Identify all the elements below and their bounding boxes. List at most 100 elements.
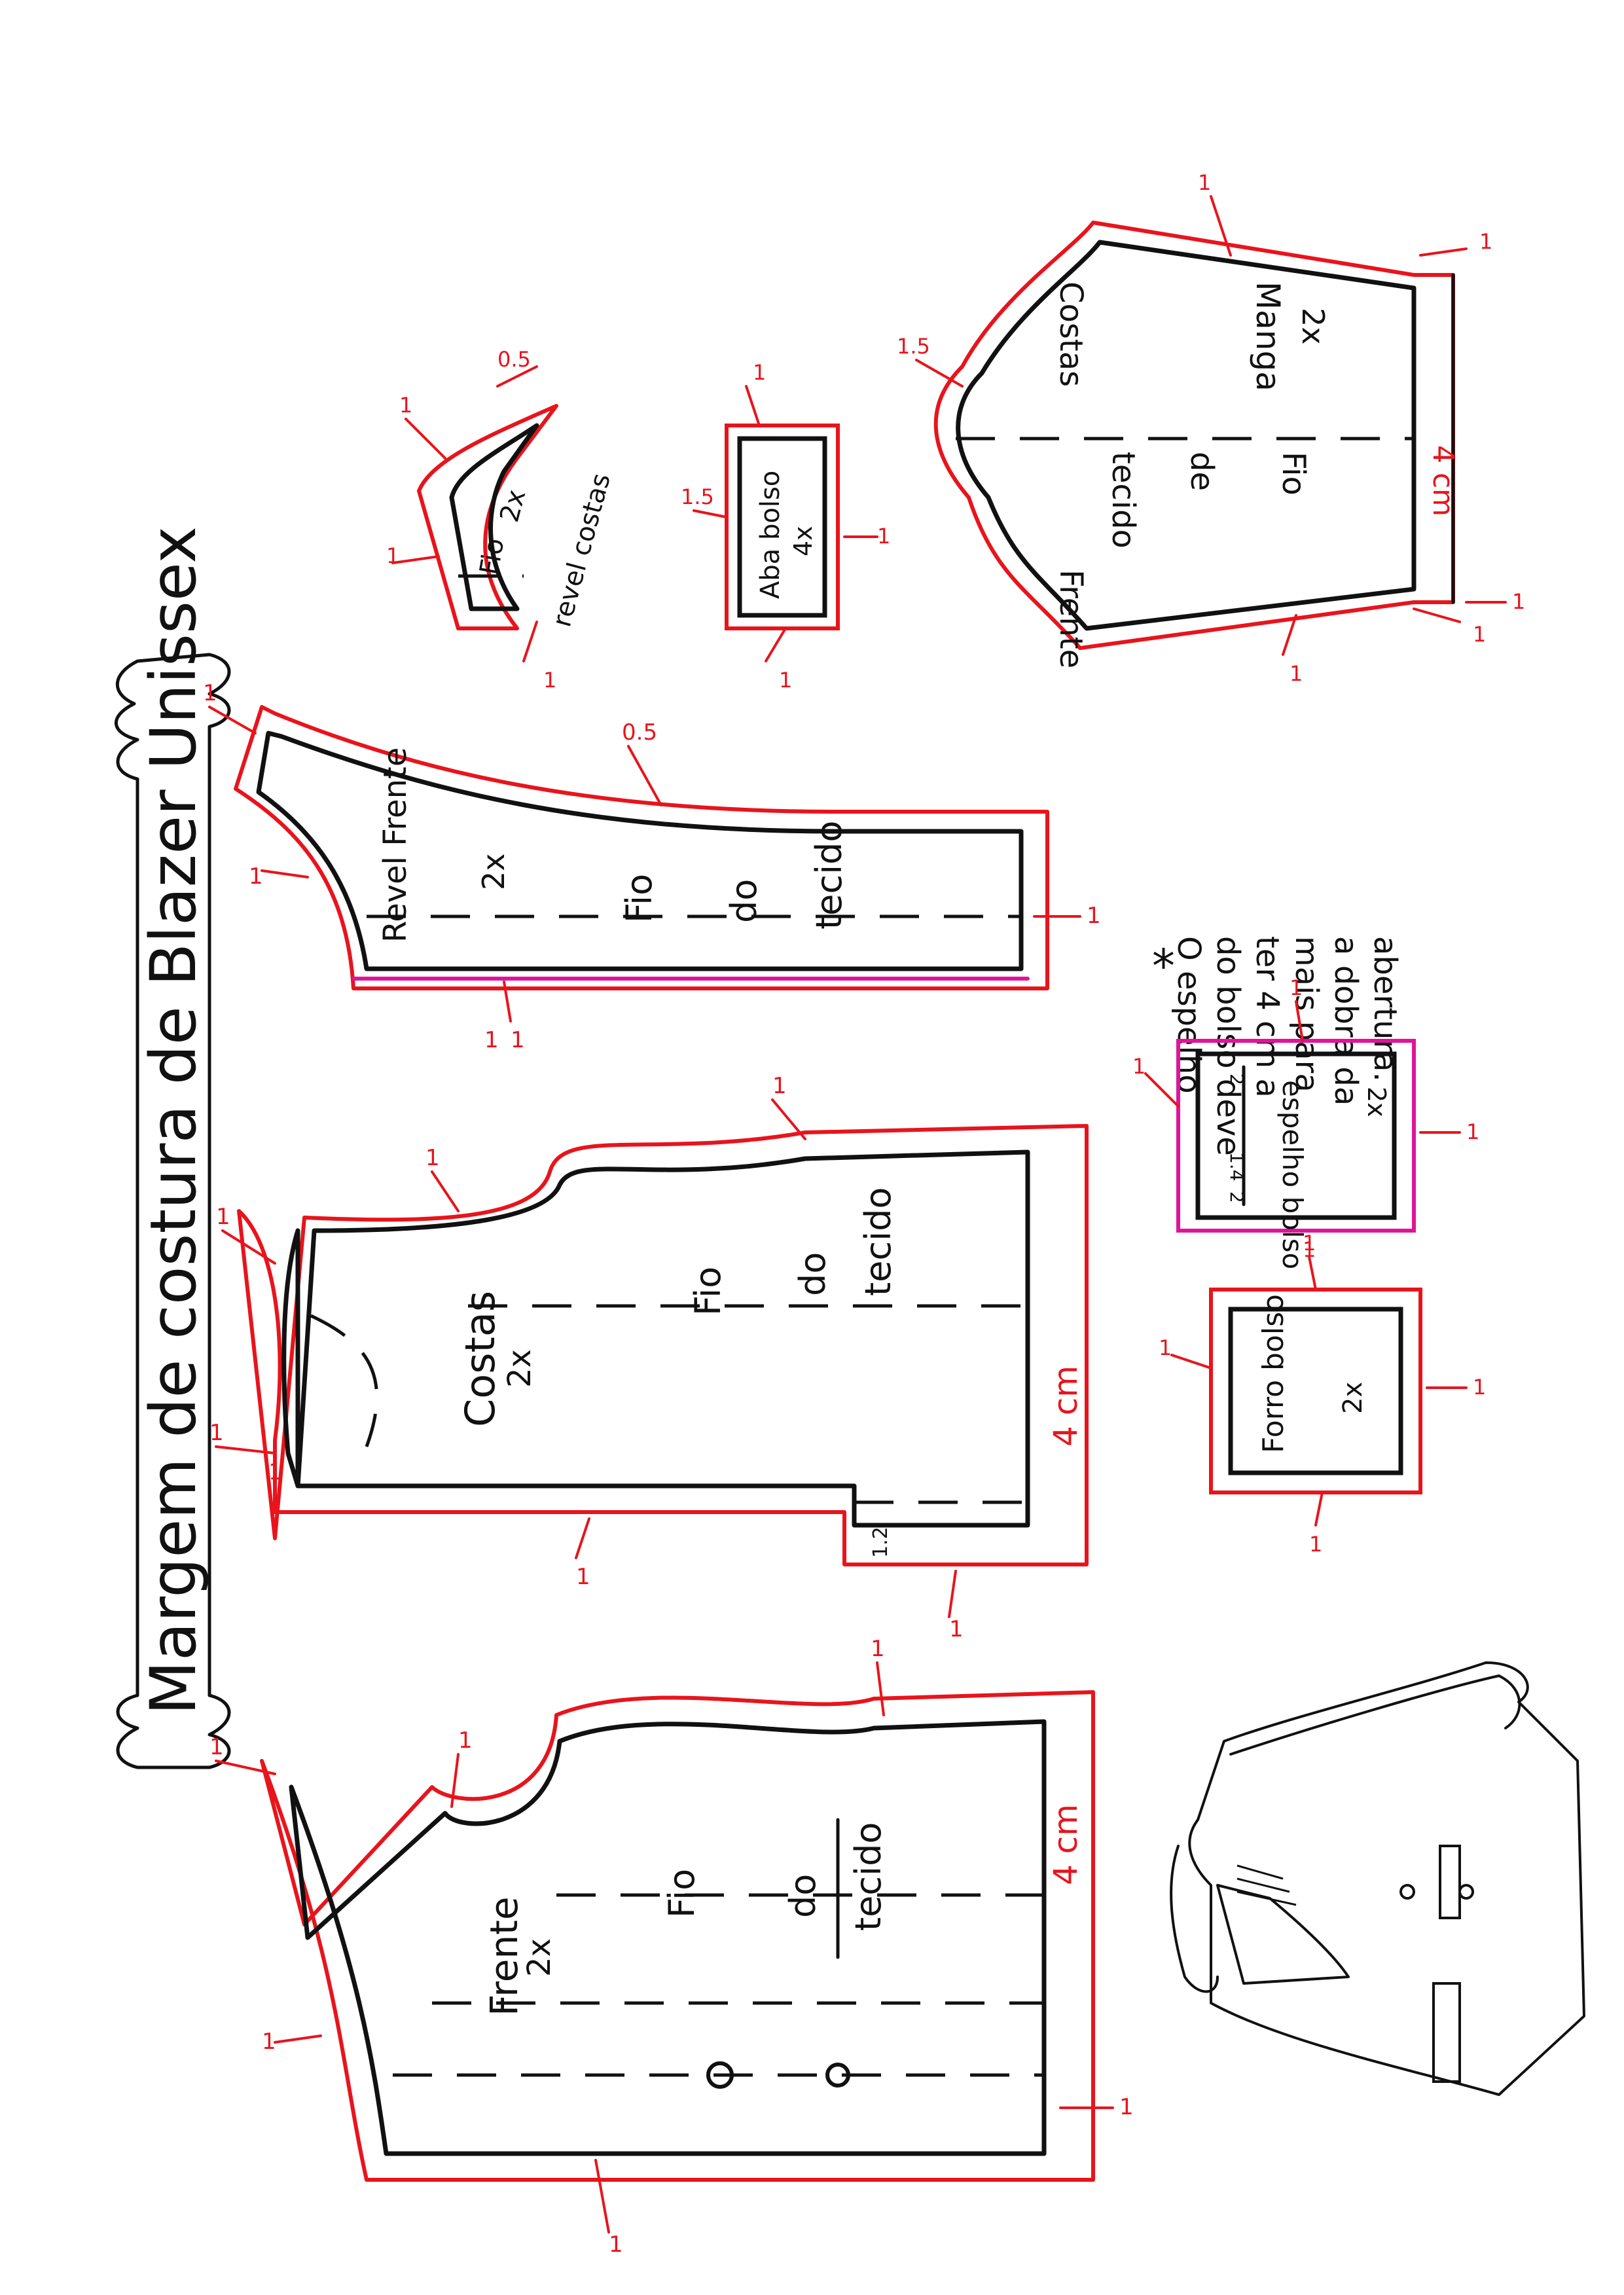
title-banner: Margem de costura de Blazer Unissex <box>114 526 231 1769</box>
manga-seam-4: 1 <box>1290 661 1303 686</box>
forro-bolso-name: Forro bolso <box>1257 1294 1290 1453</box>
piece-revel-frente: Revel Frente 2x Fio do tecido 1 1 1 1 1 … <box>203 680 1101 1053</box>
blazer-tie-stripes <box>1236 1864 1297 1906</box>
frente-button-1 <box>706 2061 734 2089</box>
blazer-pocket-flap-2 <box>1432 1982 1461 2083</box>
frente-seam-2: 1 <box>458 1727 473 1754</box>
costas-seam-5: 1 <box>576 1564 590 1590</box>
piece-forro-bolso: Forro bolso 2x 1 1 1 1 <box>1159 1231 1486 1557</box>
manga-seam-1: 1 <box>1198 170 1211 195</box>
aba-bolso-seam-arrows <box>693 385 878 662</box>
aba-bolso-seam-4: 1.5 <box>681 484 714 509</box>
blazer-collar <box>1170 1845 1219 1993</box>
note-line-5: a dobra da <box>1327 936 1364 1106</box>
manga-seam-5: 1.5 <box>897 334 930 359</box>
revel-frente-grain-1: Fio <box>619 874 660 923</box>
espelho-bolso-seam-allowance <box>1176 1039 1416 1233</box>
frente-hem-note: 4 cm <box>1047 1804 1085 1885</box>
revel-costas-seam-allowance <box>417 404 558 630</box>
costas-seam-3: 1 <box>772 1073 787 1099</box>
aba-bolso-seam-allowance <box>725 424 840 630</box>
costas-seam-6: 1 <box>949 1616 964 1642</box>
espelho-bolso-count: 2x <box>1362 1087 1391 1117</box>
revel-frente-seam-4: 1 <box>511 1027 525 1053</box>
revel-frente-seam-2: 1 <box>249 863 263 890</box>
manga-name: Manga <box>1249 281 1287 391</box>
costas-seam-1: 1 <box>216 1204 230 1230</box>
costas-seam-values: 1 1 1 1 1 1 1 <box>209 1073 964 1642</box>
blazer-sketch <box>1170 1661 1585 2096</box>
costas-grain-1: Fio <box>687 1267 729 1316</box>
revel-frente-count: 2x <box>476 854 511 891</box>
revel-frente-name: Revel Frente <box>377 748 414 943</box>
note-line-3: ter 4 cm a <box>1249 936 1286 1098</box>
forro-bolso-outline <box>1228 1307 1403 1475</box>
manga-seam-6: 1 <box>1512 589 1525 614</box>
aba-bolso-seam-2: 1 <box>877 524 890 549</box>
piece-manga: Frente Costas Fio de tecido Manga 2x 4 c… <box>897 170 1525 686</box>
manga-grain-3: tecido <box>1105 452 1142 549</box>
piece-aba-bolso: Aba bolso 4x 1 1 1 1.5 <box>681 360 890 693</box>
costas-outline <box>281 1149 1030 1528</box>
forro-bolso-seam-values: 1 1 1 1 <box>1159 1231 1486 1557</box>
forro-bolso-seam-allowance <box>1209 1288 1422 1494</box>
title-cloud-outline <box>114 653 231 1769</box>
espelho-bolso-seam-1: 1 <box>1290 975 1303 1000</box>
forro-bolso-seam-1: 1 <box>1303 1231 1316 1256</box>
forro-bolso-count: 2x <box>1338 1382 1368 1414</box>
forro-bolso-seam-4: 1 <box>1309 1532 1322 1557</box>
costas-count: 2x <box>501 1349 538 1388</box>
manga-hem-note: 4 cm <box>1426 445 1460 516</box>
costas-hem-note: 4 cm <box>1047 1365 1085 1447</box>
espelho-bolso-mark-2: 2 <box>1226 1074 1248 1085</box>
espelho-bolso-seam-arrows <box>1144 1000 1461 1134</box>
frente-seam-values: 1 1 1 1 1 1 <box>209 1636 1134 2258</box>
frente-seam-6: 1 <box>1119 2094 1134 2120</box>
aba-bolso-outline <box>737 436 827 618</box>
revel-costas-outline <box>449 423 539 611</box>
piece-frente: Frente 2x Fio do tecido 4 cm 1 1 1 1 1 1 <box>209 1636 1134 2258</box>
revel-frente-seam-allowance <box>234 705 1049 990</box>
costas-vent-note: 1.2 <box>869 1527 892 1558</box>
note-line-6: abertura. <box>1367 936 1403 1082</box>
revel-frente-grain-3: tecido <box>808 821 850 930</box>
manga-seam-allowance <box>933 221 1455 650</box>
aba-bolso-count: 4x <box>789 526 818 556</box>
espelho-bolso-seam-3: 1 <box>1132 1054 1146 1079</box>
revel-frente-seam-1: 1 <box>203 680 217 706</box>
frente-grain-2: do <box>782 1874 823 1918</box>
frente-grain-1: Fio <box>661 1869 702 1918</box>
revel-frente-seam-values: 1 1 1 1 1 0.5 <box>203 680 1101 1053</box>
manga-back-label: Costas <box>1053 281 1089 387</box>
frente-seam-1: 1 <box>209 1734 224 1760</box>
revel-costas-seam-1: 1 <box>386 543 399 568</box>
frente-name: Frente <box>482 1896 526 2016</box>
frente-count: 2x <box>521 1938 558 1977</box>
espelho-bolso-seam-2: 1 <box>1466 1119 1479 1144</box>
revel-costas-seam-values: 1 1 1 0.5 <box>386 347 556 693</box>
costas-seam-7: 1 <box>268 1459 283 1485</box>
blazer-body-outline <box>1188 1661 1585 2096</box>
forro-bolso-seam-arrows <box>1170 1256 1468 1527</box>
frente-seam-4: 1 <box>262 2029 276 2055</box>
blazer-sleeve <box>1229 1674 1521 1756</box>
espelho-bolso-name: espelho bolso <box>1276 1080 1308 1269</box>
espelho-bolso-mark-3: 2 <box>1226 1191 1248 1203</box>
revel-frente-seam-arrows <box>208 706 1081 1022</box>
manga-seam-3: 1 <box>1473 622 1486 647</box>
aba-bolso-seam-3: 1 <box>779 668 792 693</box>
revel-frente-seam-3: 1 <box>1087 903 1101 929</box>
costas-armhole-guide <box>310 1314 378 1447</box>
revel-frente-grain-2: do <box>723 879 765 923</box>
revel-costas-count: 2x <box>494 486 532 525</box>
frente-seam-5: 1 <box>609 2232 623 2258</box>
costas-name: Costas <box>456 1291 504 1427</box>
revel-frente-seam-6: 0.5 <box>622 719 657 746</box>
blazer-lapel <box>1216 1884 1350 1985</box>
frente-grain-3: tecido <box>848 1822 889 1931</box>
piece-costas: Costas 2x Fio do tecido 4 cm 1.2 1 1 1 1… <box>209 1073 1089 1642</box>
costas-seam-2: 1 <box>425 1145 440 1171</box>
manga-grain-1: Fio <box>1275 452 1312 496</box>
revel-costas-seam-arrows <box>391 365 538 662</box>
